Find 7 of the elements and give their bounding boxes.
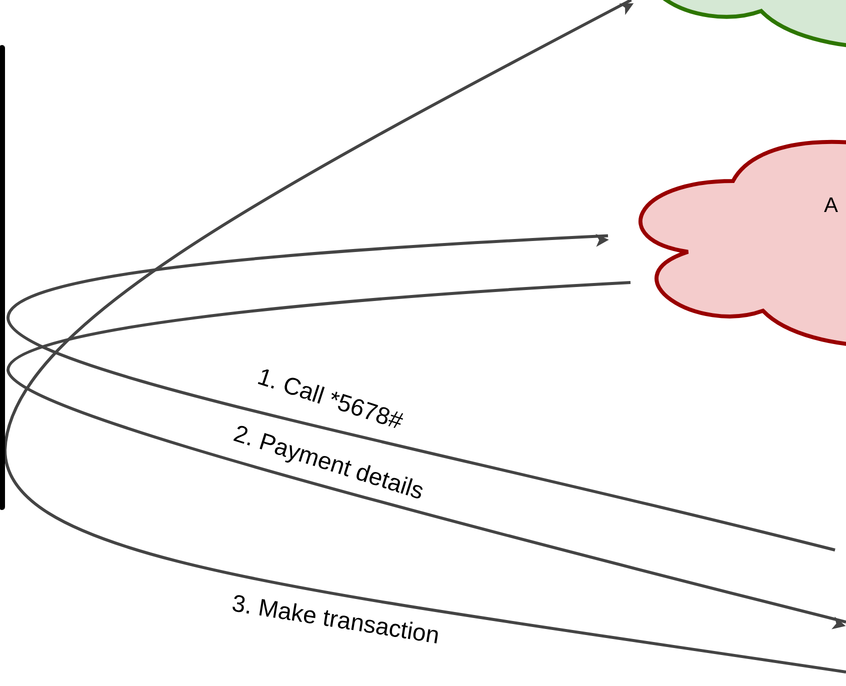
edge-label: 3. Make transaction: [230, 592, 441, 648]
curved-arrow: [4, 0, 846, 674]
curved-arrow: [6, 280, 846, 630]
edge-label: 1. Call *5678#: [254, 365, 406, 434]
curved-arrow: [6, 234, 836, 552]
node-label: A: [824, 194, 838, 218]
vertical-bar: [0, 45, 5, 510]
